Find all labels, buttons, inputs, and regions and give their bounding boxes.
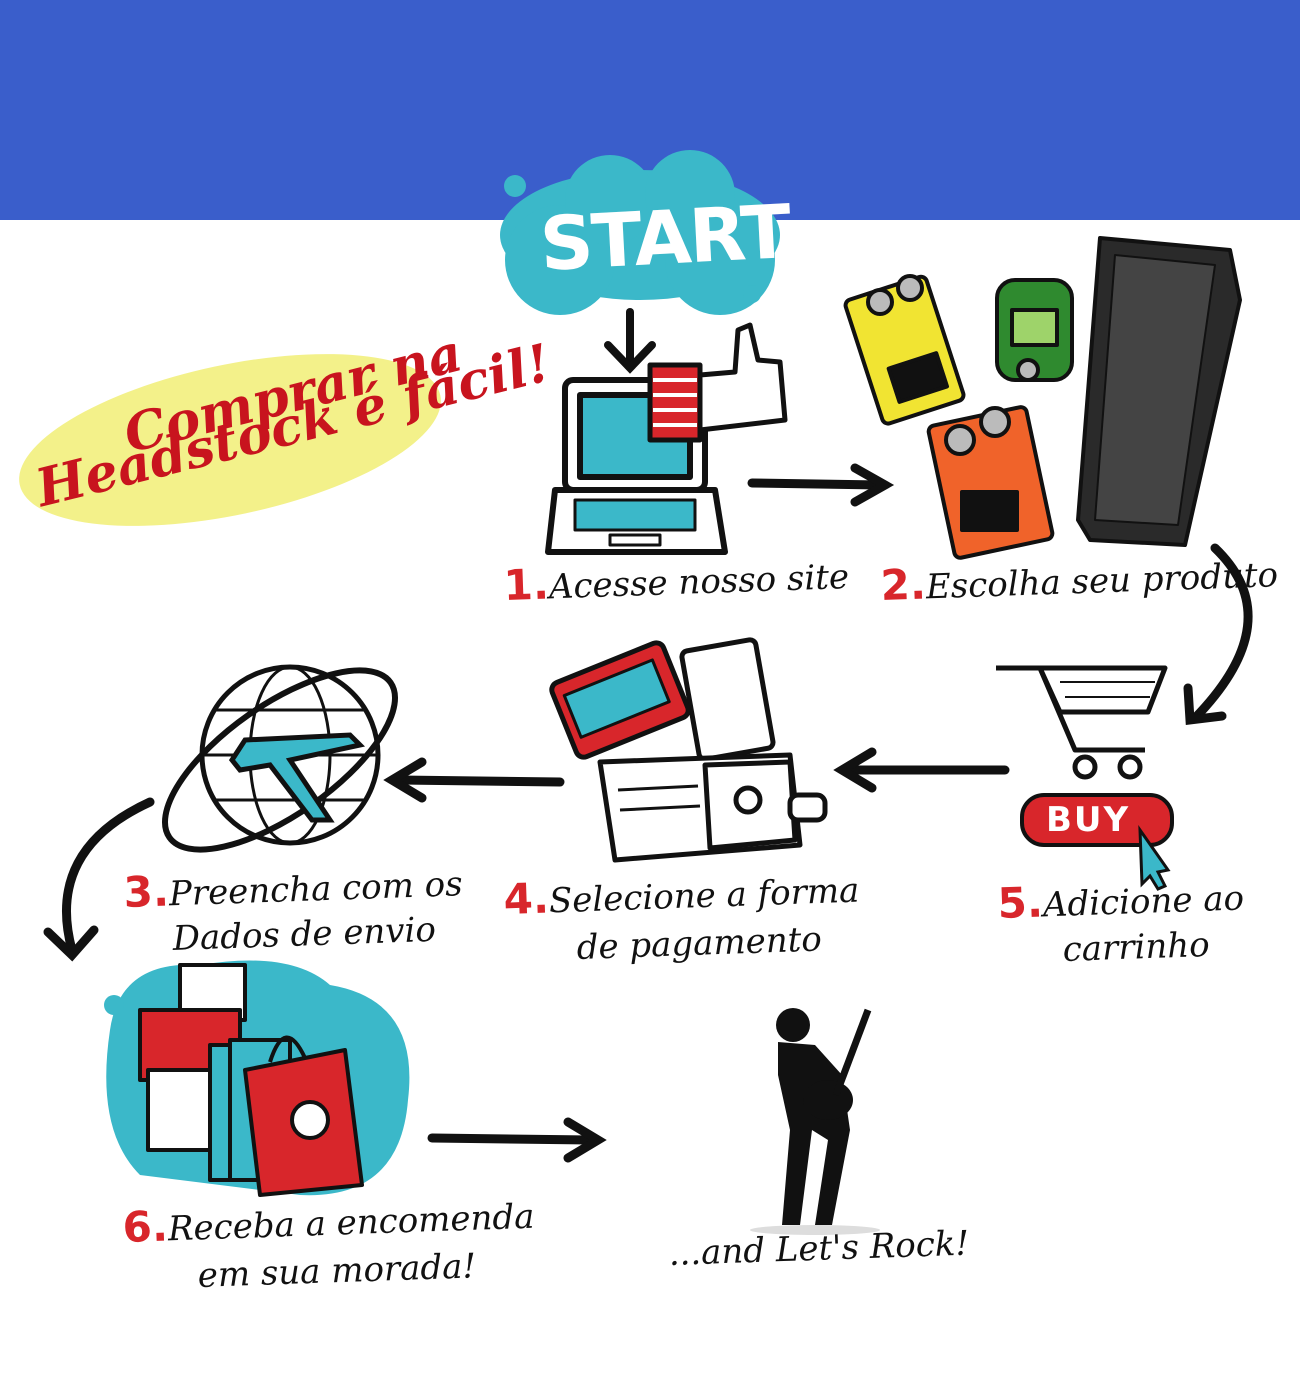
arrow-right-icon: [747, 463, 895, 507]
step-4-text-2: de pagamento: [576, 919, 823, 968]
arrow-curve-down-icon-2: [43, 797, 155, 962]
arrow-left-icon: [833, 747, 1010, 793]
shopping-bags-icon: [104, 960, 410, 1197]
step-2-number: 2.: [879, 559, 927, 610]
thumbs-up-icon: [647, 322, 788, 443]
step-5-caption: 5.Adicione ao: [996, 875, 1245, 928]
step-1-number: 1.: [502, 559, 550, 610]
effects-pedals-icon: [843, 236, 1242, 560]
step-5-text-1: Adicione ao: [1042, 878, 1245, 926]
headline-highlight: [19, 354, 441, 526]
step-3-number: 3.: [122, 866, 170, 917]
guitarist-silhouette-icon: [750, 1008, 880, 1235]
arrow-right-icon-2: [427, 1117, 607, 1163]
start-cloud: [500, 150, 780, 315]
arrow-down-icon: [604, 308, 656, 374]
buy-button-icon: [1020, 793, 1174, 891]
shopping-cart-icon: [996, 665, 1168, 780]
arrow-left-icon-2: [383, 757, 565, 803]
step-6-number: 6.: [121, 1201, 169, 1252]
step-5-text-2: carrinho: [1062, 924, 1211, 970]
globe-airplane-icon: [162, 664, 398, 853]
wallet-card-icon: [549, 637, 828, 863]
step-4-number: 4.: [502, 873, 550, 924]
step-5-number: 5.: [996, 877, 1044, 928]
start-label: START: [537, 189, 792, 288]
laptop-icon: [545, 377, 728, 555]
buy-label: BUY: [1046, 800, 1131, 840]
arrow-curve-down-icon: [1183, 543, 1253, 726]
